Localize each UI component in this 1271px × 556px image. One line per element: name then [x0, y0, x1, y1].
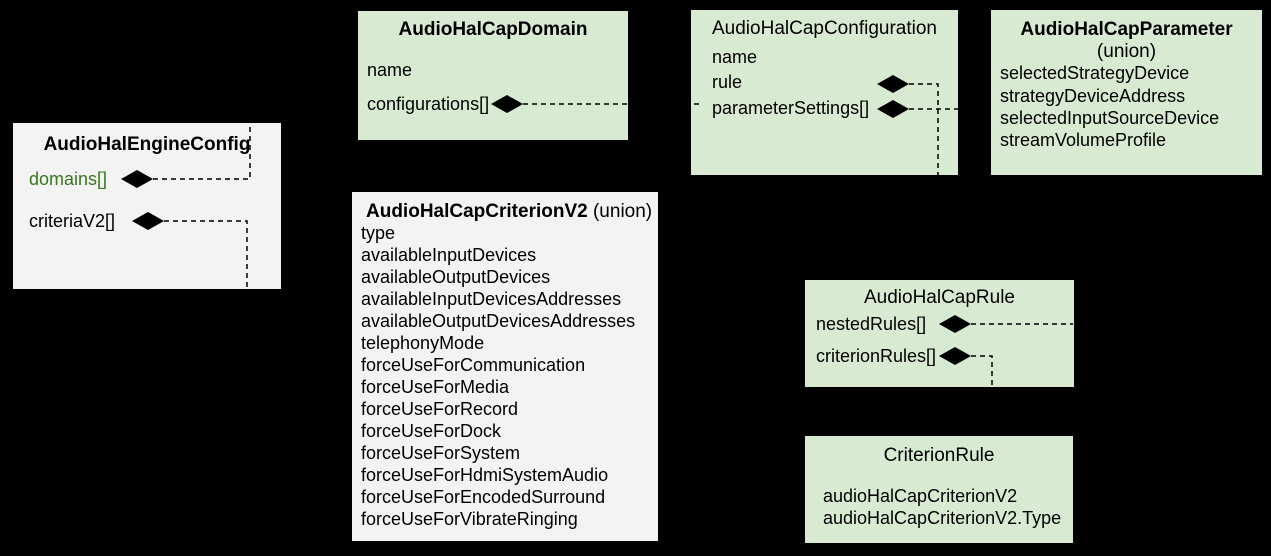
field-force-use-communication: forceUseForCommunication — [361, 355, 586, 375]
field-audio-hal-cap-criterion-v2-type: audioHalCapCriterionV2.Type — [823, 508, 1062, 528]
field-available-output-devices-addresses: availableOutputDevicesAddresses — [361, 311, 636, 331]
class-box-cap-configuration: AudioHalCapConfiguration name rule param… — [691, 10, 958, 175]
field-name: name — [712, 47, 758, 67]
field-force-use-record: forceUseForRecord — [361, 399, 519, 419]
class-title: AudioHalEngineConfig — [43, 134, 251, 155]
class-box-criterion-rule: CriterionRule audioHalCapCriterionV2 aud… — [805, 436, 1073, 543]
field-force-use-system: forceUseForSystem — [361, 443, 521, 463]
field-selected-strategy-device: selectedStrategyDevice — [1000, 63, 1190, 83]
class-title: AudioHalCapCriterionV2 (union) — [366, 201, 652, 223]
field-domains: domains[] — [29, 169, 108, 189]
class-box-criterion-v2: AudioHalCapCriterionV2 (union) type avai… — [352, 192, 658, 541]
field-configurations: configurations[] — [367, 94, 490, 114]
class-title: CriterionRule — [883, 445, 995, 466]
class-subtitle: (union) — [1096, 41, 1157, 62]
class-title: AudioHalCapRule — [863, 287, 1016, 308]
class-box-cap-rule: AudioHalCapRule nestedRules[] criterionR… — [805, 280, 1074, 387]
field-strategy-device-address: strategyDeviceAddress — [1000, 86, 1186, 106]
field-selected-input-source-device: selectedInputSourceDevice — [1000, 108, 1220, 128]
class-title-suffix: (union) — [587, 201, 653, 222]
class-title: AudioHalCapParameter — [1020, 19, 1233, 40]
class-title-main: AudioHalCapCriterionV2 — [366, 201, 588, 222]
class-box-engine-config: AudioHalEngineConfig domains[] criteriaV… — [13, 123, 281, 289]
field-telephony-mode: telephonyMode — [361, 333, 485, 353]
class-title: AudioHalCapConfiguration — [712, 18, 937, 39]
field-stream-volume-profile: streamVolumeProfile — [1000, 130, 1167, 150]
class-box-cap-domain: AudioHalCapDomain name configurations[] — [358, 11, 628, 140]
class-title: AudioHalCapDomain — [398, 19, 588, 40]
field-force-use-vibrate-ringing: forceUseForVibrateRinging — [361, 509, 578, 529]
field-force-use-dock: forceUseForDock — [361, 421, 502, 441]
field-force-use-hdmi-system-audio: forceUseForHdmiSystemAudio — [361, 465, 609, 485]
class-box-cap-parameter: AudioHalCapParameter (union) selectedStr… — [991, 10, 1262, 175]
field-name: name — [367, 60, 413, 80]
field-audio-hal-cap-criterion-v2: audioHalCapCriterionV2 — [823, 486, 1018, 506]
field-parameter-settings: parameterSettings[] — [712, 98, 870, 118]
field-rule: rule — [712, 72, 743, 92]
field-available-output-devices: availableOutputDevices — [361, 267, 551, 287]
field-force-use-media: forceUseForMedia — [361, 377, 510, 397]
field-criteriav2: criteriaV2[] — [29, 211, 116, 231]
field-force-use-encoded-surround: forceUseForEncodedSurround — [361, 487, 606, 507]
field-nested-rules: nestedRules[] — [816, 314, 927, 334]
field-type: type — [361, 223, 396, 243]
field-criterion-rules: criterionRules[] — [816, 346, 937, 366]
field-available-input-devices-addresses: availableInputDevicesAddresses — [361, 289, 622, 309]
field-available-input-devices: availableInputDevices — [361, 245, 537, 265]
